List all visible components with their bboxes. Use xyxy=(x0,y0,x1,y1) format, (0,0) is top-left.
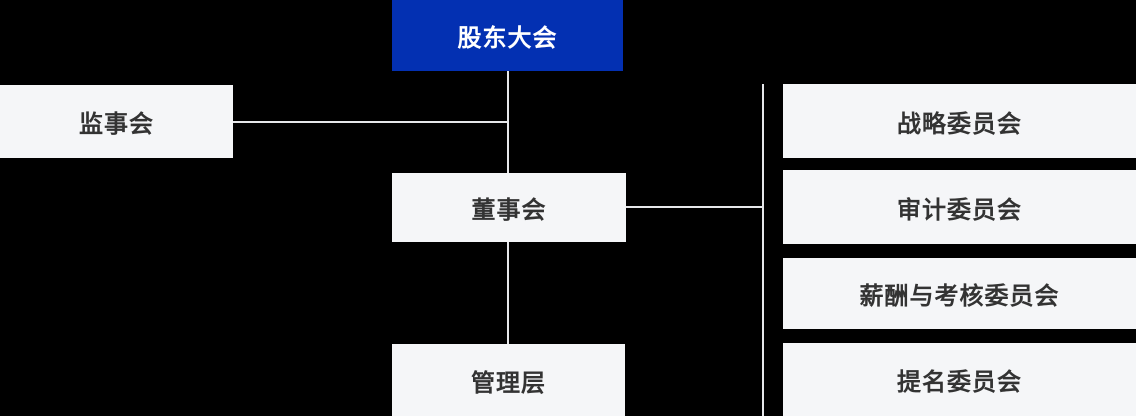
node-shareholders-meeting-label: 股东大会 xyxy=(457,24,558,52)
node-management-label: 管理层 xyxy=(471,368,546,397)
connector-supervisory-branch xyxy=(233,121,509,123)
node-supervisory-board-label: 监事会 xyxy=(79,110,154,138)
node-shareholders-meeting: 股东大会 xyxy=(392,0,623,71)
node-strategy-committee: 战略委员会 xyxy=(783,84,1136,158)
node-strategy-committee-label: 战略委员会 xyxy=(897,109,1022,138)
node-remuneration-appraisal-committee: 薪酬与考核委员会 xyxy=(783,258,1136,329)
node-management: 管理层 xyxy=(392,344,625,416)
connector-board-committees xyxy=(626,206,763,208)
node-nomination-committee: 提名委员会 xyxy=(783,343,1136,416)
connector-board-management xyxy=(507,242,509,344)
node-nomination-committee-label: 提名委员会 xyxy=(897,368,1022,396)
node-audit-committee-label: 审计委员会 xyxy=(897,195,1022,224)
node-board-of-directors: 董事会 xyxy=(392,173,626,242)
node-board-of-directors-label: 董事会 xyxy=(471,196,547,224)
node-remuneration-appraisal-committee-label: 薪酬与考核委员会 xyxy=(859,282,1060,310)
node-audit-committee: 审计委员会 xyxy=(783,170,1136,244)
connector-committee-trunk xyxy=(762,84,764,416)
node-supervisory-board: 监事会 xyxy=(0,85,233,158)
